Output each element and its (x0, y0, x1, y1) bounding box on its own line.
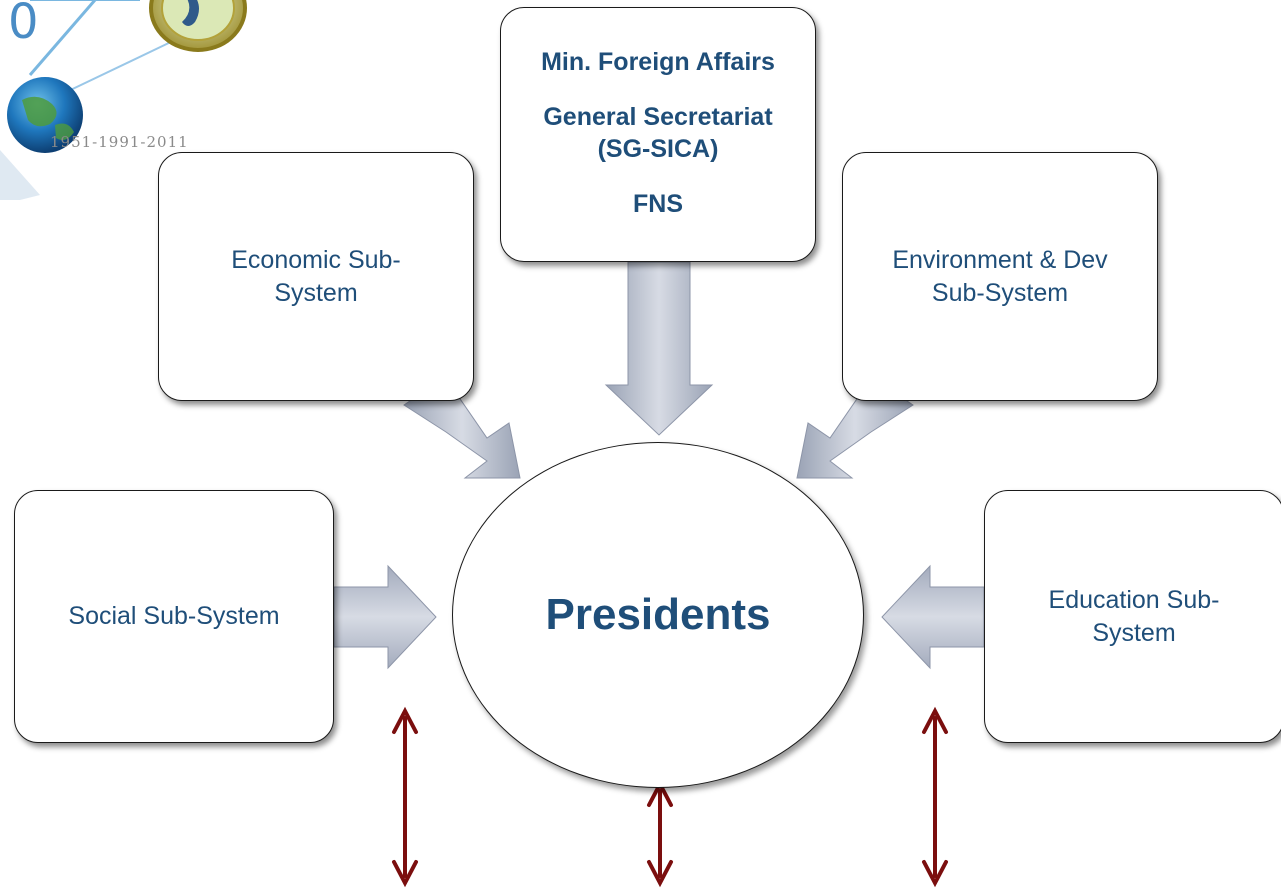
presidents-label: Presidents (545, 590, 771, 639)
social-label: Social Sub-System (68, 602, 280, 631)
logo-years: 1951-1991-2011 (50, 133, 189, 151)
double-arrow-center (647, 779, 673, 888)
foreign-affairs-box: Min. Foreign Affairs General Secretariat… (500, 7, 816, 262)
environment-label-line1: Environment & Dev (892, 246, 1108, 274)
foreign-affairs-label: Min. Foreign Affairs (541, 48, 775, 76)
education-subsystem-box: Education Sub- System (984, 490, 1281, 743)
logo-digit: 0 (8, 0, 39, 50)
environment-subsystem-box: Environment & Dev Sub-System (842, 152, 1158, 401)
education-label-line1: Education Sub- (1048, 586, 1220, 614)
education-label-line2: System (1092, 618, 1176, 647)
environment-label-line2: Sub-System (931, 278, 1069, 307)
logo-swoosh (28, 0, 97, 76)
double-arrow-left (392, 706, 418, 888)
block-arrow-top (604, 261, 714, 436)
economic-label-line1: Economic Sub- (231, 246, 401, 274)
block-arrow-social (333, 564, 437, 670)
economic-subsystem-box: Economic Sub- System (158, 152, 474, 401)
seal-icon (149, 0, 247, 52)
organization-logo: 0 (0, 0, 247, 200)
social-subsystem-box: Social Sub-System (14, 490, 334, 743)
fns-label: FNS (633, 189, 683, 218)
block-arrow-education (881, 564, 985, 670)
presidents-node: Presidents (452, 442, 864, 788)
general-secretariat-label: General Secretariat (543, 102, 773, 131)
double-arrow-right (922, 706, 948, 888)
economic-label-line2: System (274, 278, 358, 307)
sg-sica-label: (SG-SICA) (597, 135, 719, 163)
